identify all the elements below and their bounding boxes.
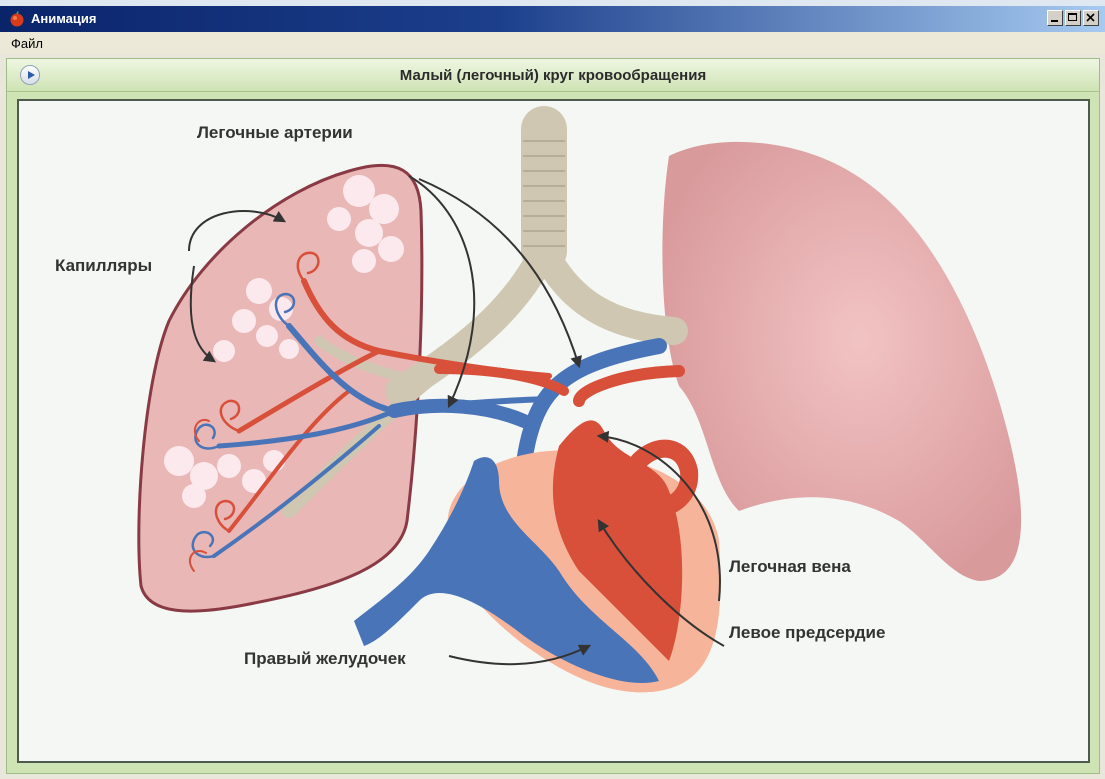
close-button[interactable]: [1083, 10, 1099, 26]
menu-file[interactable]: Файл: [11, 36, 43, 51]
minimize-icon: [1051, 20, 1058, 22]
minimize-button[interactable]: [1047, 10, 1063, 26]
animation-panel: Малый (легочный) круг кровообращения: [6, 58, 1100, 774]
panel-title: Малый (легочный) круг кровообращения: [7, 67, 1099, 84]
pulmonary-circulation-diagram: [19, 101, 1088, 761]
label-pulmonary-vein: Легочная вена: [729, 557, 851, 577]
label-right-ventricle: Правый желудочек: [244, 649, 406, 669]
apple-icon: [9, 11, 25, 27]
window-titlebar[interactable]: Анимация: [0, 6, 1105, 32]
label-capillaries: Капилляры: [55, 256, 152, 276]
window-title: Анимация: [31, 11, 96, 26]
maximize-icon: [1068, 13, 1077, 21]
diagram-canvas: Легочные артерии Капилляры Легочная вена…: [17, 99, 1090, 763]
menu-bar: Файл: [0, 32, 1105, 54]
maximize-button[interactable]: [1065, 10, 1081, 26]
window-controls: [1047, 10, 1099, 26]
label-pulmonary-arteries: Легочные артерии: [197, 123, 353, 143]
panel-header: Малый (легочный) круг кровообращения: [7, 59, 1099, 92]
right-lung: [662, 142, 1021, 581]
label-left-atrium: Левое предсердие: [729, 623, 885, 643]
close-icon: [1084, 11, 1098, 25]
